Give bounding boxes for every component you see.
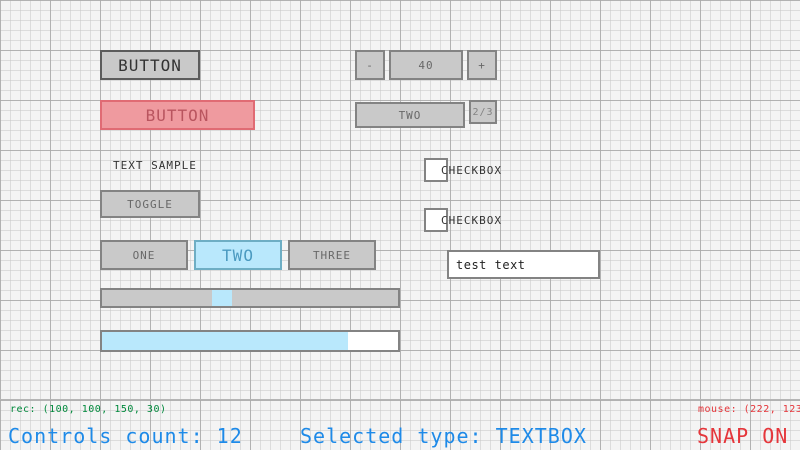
combobox-value[interactable]: TWO	[355, 102, 465, 128]
checkbox-one[interactable]	[424, 158, 448, 182]
status-selected-type: Selected type: TEXTBOX	[300, 424, 587, 448]
progress-bar-fill	[102, 332, 348, 350]
text-sample-label: TEXT SAMPLE	[113, 158, 197, 172]
button-default[interactable]: BUTTON	[100, 50, 200, 80]
checkbox-two-label: CHECKBOX	[441, 213, 502, 227]
spinner-increment-button[interactable]: +	[467, 50, 497, 80]
status-rec-info: rec: (100, 100, 150, 30)	[10, 404, 167, 415]
checkbox-one-label: CHECKBOX	[441, 163, 502, 177]
toggle-button[interactable]: TOGGLE	[100, 190, 200, 218]
button-selected[interactable]: BUTTON	[100, 100, 255, 130]
checkbox-two[interactable]	[424, 208, 448, 232]
combobox-index-indicator[interactable]: 2/3	[469, 100, 497, 124]
status-divider	[0, 399, 800, 400]
status-controls-count: Controls count: 12	[8, 424, 243, 448]
toggle-group-item-two[interactable]: TWO	[194, 240, 282, 270]
textbox[interactable]: test text	[447, 250, 600, 279]
toggle-group-item-one[interactable]: ONE	[100, 240, 188, 270]
status-mouse-info: mouse: (222, 123)	[698, 404, 800, 415]
spinner-decrement-button[interactable]: -	[355, 50, 385, 80]
status-snap-state: SNAP ON	[697, 424, 789, 448]
slider-handle[interactable]	[212, 290, 232, 306]
progress-bar[interactable]	[100, 330, 400, 352]
spinner-value[interactable]: 40	[389, 50, 463, 80]
slider[interactable]	[100, 288, 400, 308]
toggle-group-item-three[interactable]: THREE	[288, 240, 376, 270]
